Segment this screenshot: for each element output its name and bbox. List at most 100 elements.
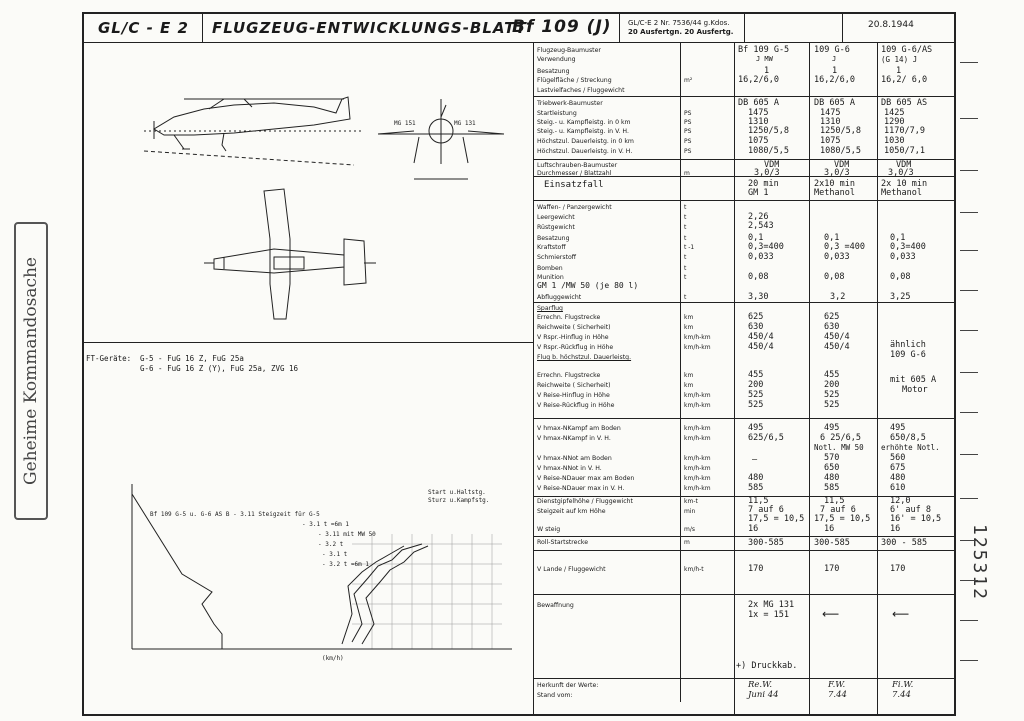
- row-label: Waffen- / Panzergewicht: [537, 204, 612, 211]
- value-cell: 16' = 10,5: [890, 514, 942, 524]
- chart-grid: [352, 534, 502, 649]
- unit: km: [684, 382, 694, 389]
- unit: km: [684, 324, 694, 331]
- value-cell: 170: [824, 564, 840, 574]
- row-label: Errechn. Flugstrecke: [537, 314, 601, 321]
- value-cell: 11,5: [824, 496, 845, 506]
- value-cell: 585: [748, 483, 764, 493]
- value-cell: 12,0: [890, 496, 911, 506]
- value-cell: 1: [764, 66, 770, 76]
- value-cell: 7 auf 6: [748, 505, 784, 515]
- value-cell: 1075: [820, 136, 841, 146]
- same-as-arrow: ⟵: [892, 607, 910, 621]
- value-cell: 1250/5,8: [820, 126, 861, 136]
- unit: t -1: [684, 244, 695, 251]
- unit: t: [684, 294, 687, 301]
- performance-chart: Start u.Haltstg. Sturz u.Kampfstg. Bf 10…: [131, 484, 512, 662]
- section-divider: [533, 96, 954, 97]
- secret-stamp: Geheime Kommandosache: [14, 222, 48, 520]
- aircraft-drawings: MG 151 MG 131: [143, 96, 505, 320]
- unit: km/h-km: [684, 344, 711, 351]
- value-cell: 495: [824, 423, 840, 433]
- side-view: [143, 96, 364, 166]
- value-cell: 0,3=400: [748, 242, 784, 252]
- value-cell: 1: [896, 66, 902, 76]
- value-cell: 16: [824, 524, 835, 534]
- value-col-divider: [809, 42, 810, 716]
- value-col-divider: [734, 42, 735, 716]
- value-cell: 2x10 min: [814, 179, 855, 189]
- fug-label: FT-Geräte:: [86, 354, 132, 363]
- section-divider: [533, 496, 954, 497]
- value-cell: 1310: [748, 117, 769, 127]
- margin-tick: [960, 330, 978, 331]
- row-label: Rüstgewicht: [537, 224, 575, 231]
- value-cell: 1425: [884, 108, 905, 118]
- svg-text:MG 131: MG 131: [454, 120, 476, 127]
- margin-tick: [960, 62, 978, 63]
- unit: km/h-km: [684, 334, 711, 341]
- value-cell: 109 G-6: [814, 45, 850, 55]
- value-cell: 625/6,5: [748, 433, 784, 443]
- section-divider: [533, 418, 954, 419]
- row-label: V Lande / Fluggewicht: [537, 566, 606, 573]
- row-label: Roll-Startstrecke: [537, 539, 589, 546]
- chart-legend-2: Sturz u.Kampfstg.: [428, 497, 489, 504]
- left-split: [84, 342, 533, 343]
- value-cell: 2x 10 min: [881, 179, 928, 189]
- row-label: Steig.- u. Kampfleistg. in 0 km: [537, 119, 631, 126]
- value-cell: 3,0/3: [824, 168, 850, 178]
- value-cell: DB 605 AS: [881, 98, 928, 108]
- value-cell: 300-585: [814, 538, 850, 548]
- chart-note-1: Bf 109 G-5 u. G-6 AS B - 3.11 Steigzeit …: [150, 511, 320, 518]
- front-view: MG 151 MG 131: [377, 99, 505, 180]
- value-cell: 1030: [884, 136, 905, 146]
- value-cell: 300-585: [748, 538, 784, 548]
- value-cell: 525: [748, 400, 764, 410]
- fug-line-1: G-5 - FuG 16 Z, FuG 25a: [140, 354, 244, 363]
- value-cell: 0,1: [748, 233, 764, 243]
- value-cell: VDM: [834, 160, 850, 170]
- value-cell: ähnlich: [890, 340, 926, 350]
- value-cell: 109 G-6: [890, 350, 926, 360]
- unit: km/h-km: [684, 455, 711, 462]
- value-cell: 2,543: [748, 221, 774, 231]
- value-cell: 455: [748, 370, 764, 380]
- value-cell: 1170/7,9: [884, 126, 925, 136]
- row-label: W steig: [537, 526, 561, 533]
- value-cell: 675: [890, 463, 906, 473]
- margin-tick: [960, 540, 978, 541]
- unit: PS: [684, 138, 692, 145]
- value-col-divider: [877, 42, 878, 716]
- value-cell: 610: [890, 483, 906, 493]
- unit: m/s: [684, 526, 695, 533]
- value-cell: J: [832, 55, 837, 63]
- chart-note-2: - 3.1 t =6m 1: [302, 521, 349, 528]
- value-cell: 0,08: [890, 272, 911, 282]
- unit: t: [684, 214, 687, 221]
- row-label: Durchmesser / Blattzahl: [537, 170, 612, 177]
- row-label: Leergewicht: [537, 214, 575, 221]
- section-divider: [533, 302, 954, 303]
- row-label: V Reise-Rückflug in Höhe: [537, 402, 615, 409]
- value-cell: 0,033: [748, 252, 774, 262]
- unit: t: [684, 254, 687, 261]
- value-cell: DB 605 A: [814, 98, 855, 108]
- value-cell: 1080/5,5: [748, 146, 789, 156]
- value-cell: 11,5: [748, 496, 769, 506]
- section-divider: [533, 176, 954, 177]
- unit: km/h-km: [684, 392, 711, 399]
- value-cell: 16,2/ 6,0: [881, 75, 928, 85]
- top-view: [204, 188, 376, 320]
- row-label: Verwendung: [537, 56, 576, 63]
- value-cell: mit 605 A: [890, 375, 937, 385]
- value-cell: 0,3=400: [890, 242, 926, 252]
- value-cell: VDM: [896, 160, 912, 170]
- value-cell: 455: [824, 370, 840, 380]
- value-cell: VDM: [764, 160, 780, 170]
- value-cell: 585: [824, 483, 840, 493]
- value-cell: Methanol: [814, 188, 855, 198]
- value-cell: 2x MG 131: [748, 600, 795, 610]
- value-cell: GM 1: [748, 188, 769, 198]
- unit: PS: [684, 119, 692, 126]
